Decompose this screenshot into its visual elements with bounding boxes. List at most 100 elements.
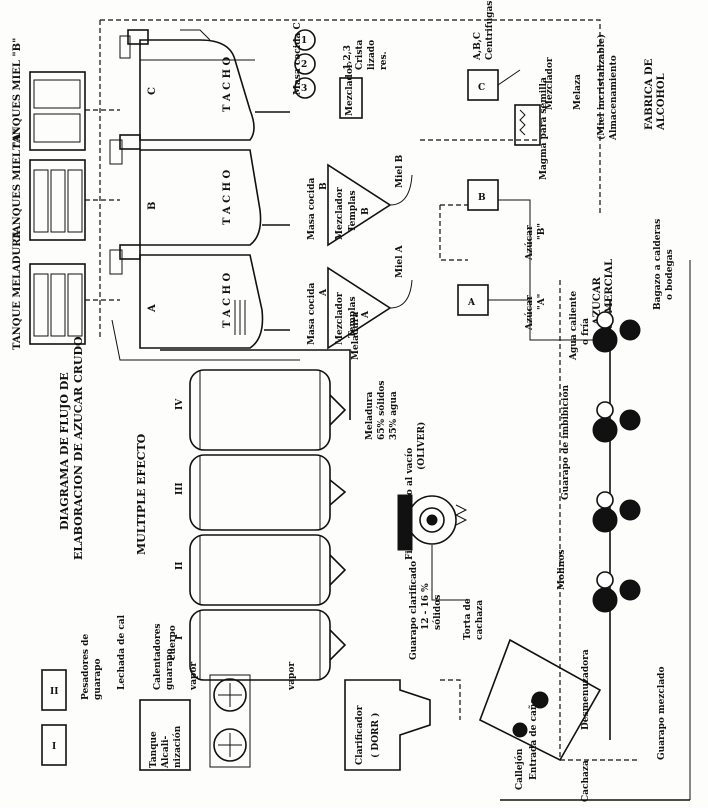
tanque-alcalinizacion: Tanque Alcali- nización bbox=[140, 700, 190, 770]
desmenuzadora-label: Desmenuzadora bbox=[581, 649, 591, 730]
torta-2: cachaza bbox=[475, 600, 485, 640]
circle-three: 3 bbox=[301, 84, 307, 94]
tacho-a-letter: A bbox=[147, 304, 158, 313]
guarapo-clarif-3: sólidos bbox=[432, 595, 443, 630]
molino-4 bbox=[593, 572, 640, 612]
circle-two: 2 bbox=[301, 60, 307, 70]
clarificador-2: ( DORR ) bbox=[370, 713, 381, 758]
azucar-a-2: "A" bbox=[537, 294, 547, 310]
centrifuga-b-letter: B bbox=[478, 193, 486, 203]
filtro-1: Filtro rotativo al vacío bbox=[404, 448, 415, 560]
pesador-ii: II bbox=[42, 670, 66, 710]
melaza-2: (Miel incristalizable) bbox=[596, 34, 607, 140]
title-line-2: ELABORACION DE AZUCAR CRUDO bbox=[72, 336, 85, 560]
tanque-alc-2: Alcali- bbox=[161, 735, 171, 769]
cristalizado-3: lizado bbox=[367, 40, 377, 70]
tacho-c: C T A C H O bbox=[120, 30, 290, 140]
guarapo-imbibicion: Guarapo de imbibición bbox=[560, 385, 571, 500]
mezclador-b: Mezclador Templas B bbox=[328, 165, 390, 245]
fabrica-2: ALCOHOL bbox=[656, 73, 667, 131]
agua-caliente-2: o fría bbox=[580, 318, 591, 345]
clarificador-dorr: Clarificador ( DORR ) bbox=[345, 680, 430, 770]
lechada-label: Lechada de cal bbox=[117, 614, 127, 690]
masa-a-2: A bbox=[319, 288, 329, 297]
cachaza-bottom: Cachaza bbox=[581, 760, 591, 802]
tacho-b-letter: B bbox=[147, 202, 158, 210]
mezclador-b-3: B bbox=[361, 207, 371, 215]
mezclador-b-1: Mezclador bbox=[335, 187, 345, 240]
guarapo-clarif-2: 12 - 16 % bbox=[421, 583, 431, 630]
tanques-miel-b-label: TANQUES MIEL "B" bbox=[12, 38, 23, 150]
meladura-solidos-3: 35% agua bbox=[389, 391, 399, 440]
guarapo-clarif-1: Guarapo clarificado bbox=[409, 561, 419, 660]
roman-iii: III bbox=[175, 482, 185, 495]
callejon-label: Callejón bbox=[514, 748, 525, 790]
tanque-meladura-group: TANQUE MELADURA bbox=[12, 230, 85, 350]
centrifuga-a-letter: A bbox=[467, 298, 476, 308]
calentadores-2: guarapo bbox=[165, 648, 175, 690]
evaporator-i: I bbox=[175, 610, 345, 680]
pesadores-2: guarapo bbox=[93, 658, 103, 700]
pesador-i: I bbox=[42, 725, 66, 765]
tanque-alc-1: Tanque bbox=[149, 731, 159, 768]
masa-b-2: B bbox=[319, 182, 329, 190]
tacho-b: B T A C H O bbox=[110, 135, 290, 245]
calentadores-heaters bbox=[210, 675, 250, 767]
molino-1 bbox=[593, 312, 640, 352]
cristalizado-4: res. bbox=[379, 51, 389, 70]
miel-b-label: Miel B bbox=[395, 154, 405, 188]
fabrica-1: FABRICA DE bbox=[644, 58, 655, 130]
roman-ii: II bbox=[175, 562, 185, 570]
molino-3 bbox=[593, 492, 640, 532]
mezclador-c-label: Mezclador bbox=[345, 63, 355, 116]
centrifugas-title-2: Centrifugas bbox=[485, 1, 495, 60]
filtro-2: (OLIVER) bbox=[416, 422, 427, 470]
clarificador-1: Clarificador bbox=[355, 705, 365, 765]
centrifuga-a: A bbox=[458, 285, 488, 315]
tanque-meladura-label: TANQUE MELADURA bbox=[12, 230, 23, 350]
calentadores-1: Calentadores bbox=[153, 623, 163, 690]
multiple-efecto-label: MULTIPLE EFECTO bbox=[135, 433, 148, 555]
cristalizado-2: Crista bbox=[355, 39, 365, 70]
centrifuga-b: B bbox=[468, 180, 498, 210]
centrifuga-c: C bbox=[468, 70, 520, 100]
tacho-b-label: T A C H O bbox=[222, 169, 233, 225]
meladura-solidos-1: Meladura bbox=[365, 391, 375, 440]
tacho-c-letter: C bbox=[147, 87, 158, 95]
mezclador-a-3: A bbox=[361, 310, 371, 319]
mezclador-c: Mezclador bbox=[340, 63, 362, 118]
evaporator-ii: II bbox=[175, 535, 345, 605]
agua-caliente-1: Agua caliente bbox=[569, 291, 579, 361]
pesadores-1: Pesadores de bbox=[81, 634, 91, 700]
tanque-alc-3: nización bbox=[172, 725, 183, 768]
bagazo-1: Bagazo a calderas bbox=[653, 219, 663, 310]
mezclador-b-2: Templas bbox=[348, 190, 358, 232]
entrada-cana: Entrada de caña bbox=[528, 698, 539, 780]
pesador-i-label: I bbox=[52, 742, 56, 752]
meladura-label: Meladura bbox=[351, 311, 361, 360]
centrifuga-c-letter: C bbox=[478, 83, 485, 93]
meladura-solidos-2: 65% sólidos bbox=[376, 381, 387, 440]
masa-a-1: Masa cocida bbox=[307, 282, 317, 345]
miel-a-label: Miel A bbox=[395, 244, 405, 278]
pesador-ii-label: II bbox=[50, 687, 58, 697]
centrifugas-title-1: A,B,C bbox=[473, 32, 483, 61]
mezclador-right: Mezclador bbox=[515, 57, 555, 145]
title-line-1: DIAGRAMA DE FLUJO DE bbox=[58, 372, 71, 530]
molinos-label: Molinos bbox=[557, 550, 567, 590]
torta-1: Torta de bbox=[463, 598, 473, 640]
melaza-1: Melaza bbox=[573, 74, 583, 110]
tacho-c-label: T A C H O bbox=[222, 56, 233, 112]
tacho-a: A T A C H O bbox=[110, 245, 290, 348]
masa-b-1: Masa cocida bbox=[307, 177, 317, 240]
bagazo-2: o bodegas bbox=[665, 249, 675, 300]
azucar-b-2: "B" bbox=[537, 223, 547, 240]
guarapo-mezclado: Guarapo mezclado bbox=[657, 667, 667, 760]
mezclador-a-1: Mezclador bbox=[335, 292, 345, 345]
evaporator-iii: III bbox=[175, 455, 345, 530]
vapor-1: vapor bbox=[189, 662, 199, 691]
tanques-miel-b-group: TANQUES MIEL "B" bbox=[12, 38, 85, 150]
vapor-2: vapor bbox=[287, 662, 297, 691]
